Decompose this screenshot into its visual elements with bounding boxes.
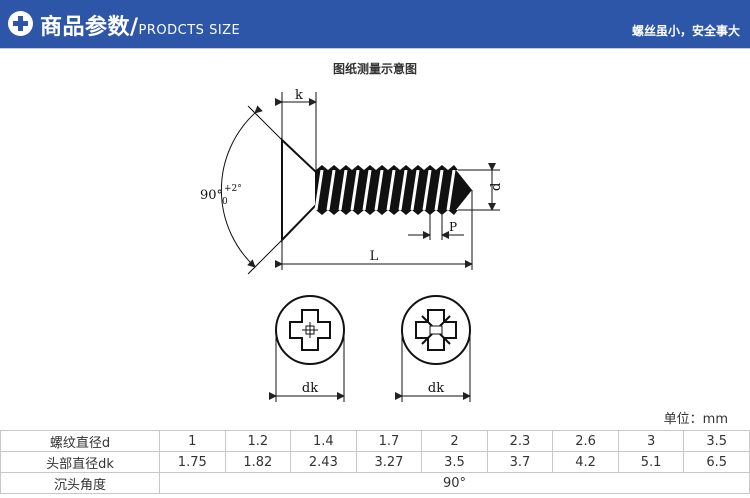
table-cell: 2.43 bbox=[290, 451, 357, 473]
table-cell: 6.5 bbox=[683, 451, 750, 473]
angle-tolerance-lower: 0 bbox=[222, 197, 228, 207]
dim-label-l: L bbox=[370, 249, 379, 264]
screw-head bbox=[281, 137, 317, 243]
row-header-thread-diameter: 螺纹直径d bbox=[0, 430, 160, 452]
table-cell: 1 bbox=[159, 430, 226, 452]
table-cell-merged: 90° bbox=[159, 472, 750, 494]
row-header-countersink-angle: 沉头角度 bbox=[0, 472, 160, 494]
dim-label-dk-right: dk bbox=[428, 381, 444, 396]
table-cell: 3.5 bbox=[683, 430, 750, 452]
screw-diagram: k 90° +2° 0 d P L dk bbox=[200, 88, 504, 402]
divider bbox=[0, 48, 750, 49]
angle-tolerance-upper: +2° bbox=[224, 184, 242, 194]
table-cell: 1.75 bbox=[159, 451, 226, 473]
table-cell: 2.6 bbox=[552, 430, 619, 452]
slogan: 螺丝虽小，安全事大 bbox=[631, 24, 740, 38]
drawing-caption: 图纸测量示意图 bbox=[332, 62, 417, 76]
angle-label: 90° bbox=[200, 188, 223, 203]
table-cell: 3.5 bbox=[421, 451, 488, 473]
table-cell: 2 bbox=[421, 430, 488, 452]
top-view-cross bbox=[269, 295, 345, 402]
dim-label-k: k bbox=[295, 88, 303, 103]
section-subtitle: PRODCTS SIZE bbox=[138, 23, 241, 38]
table-cell: 3 bbox=[617, 430, 685, 452]
table-cell: 5.1 bbox=[617, 451, 685, 473]
dim-label-dk-left: dk bbox=[302, 381, 318, 396]
top-view-pozidriv bbox=[395, 295, 471, 402]
table-cell: 1.4 bbox=[290, 430, 357, 452]
row-header-head-diameter: 头部直径dk bbox=[0, 451, 160, 473]
spec-table: 螺纹直径d 1 1.2 1.4 1.7 2 2.3 2.6 3 3.5 头部直径… bbox=[0, 430, 750, 494]
table-cell: 1.2 bbox=[224, 430, 292, 452]
table-row: 沉头角度 90° bbox=[0, 472, 750, 494]
table-cell: 3.7 bbox=[486, 451, 554, 473]
table-cell: 1.7 bbox=[355, 430, 423, 452]
table-row: 螺纹直径d 1 1.2 1.4 1.7 2 2.3 2.6 3 3.5 bbox=[0, 430, 750, 452]
screw-shank bbox=[314, 165, 472, 215]
header-banner: 商品参数/PRODCTS SIZE 螺丝虽小，安全事大 bbox=[0, 0, 750, 48]
dim-label-p: P bbox=[449, 220, 457, 234]
table-row: 头部直径dk 1.75 1.82 2.43 3.27 3.5 3.7 4.2 5… bbox=[0, 451, 750, 473]
table-cell: 3.27 bbox=[355, 451, 423, 473]
table-cell: 1.82 bbox=[224, 451, 292, 473]
table-cell: 2.3 bbox=[486, 430, 554, 452]
table-cell: 4.2 bbox=[552, 451, 619, 473]
dim-label-d: d bbox=[489, 183, 504, 191]
unit-label: 单位：mm bbox=[663, 412, 728, 427]
section-title: 商品参数/PRODCTS SIZE bbox=[40, 15, 241, 40]
plus-circle-icon bbox=[8, 11, 33, 36]
